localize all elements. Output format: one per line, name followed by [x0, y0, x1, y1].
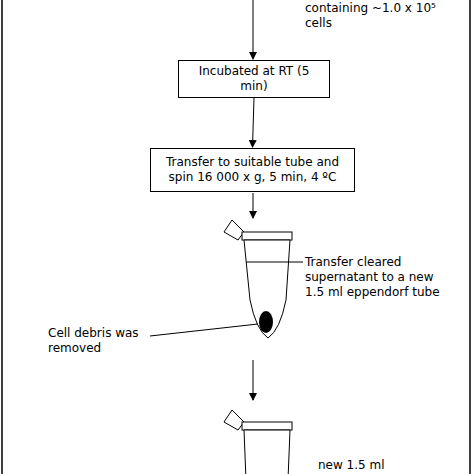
annotation-text: Cell debris was removed	[48, 326, 153, 356]
process-box: Transfer to suitable tube and spin 16 00…	[150, 148, 355, 192]
box-text: Incubated at RT (5 min)	[185, 64, 323, 94]
annotation-text: Transfer cleared supernatant to a new 1.…	[305, 255, 455, 300]
box-text: Transfer to suitable tube and spin 16 00…	[157, 155, 348, 185]
process-box: Incubated at RT (5 min)	[178, 60, 330, 98]
annotation-text: containing ~1.0 x 10⁵ cells	[305, 1, 465, 31]
flow-arrow	[253, 98, 255, 147]
annotation-text: new 1.5 ml	[318, 458, 458, 473]
